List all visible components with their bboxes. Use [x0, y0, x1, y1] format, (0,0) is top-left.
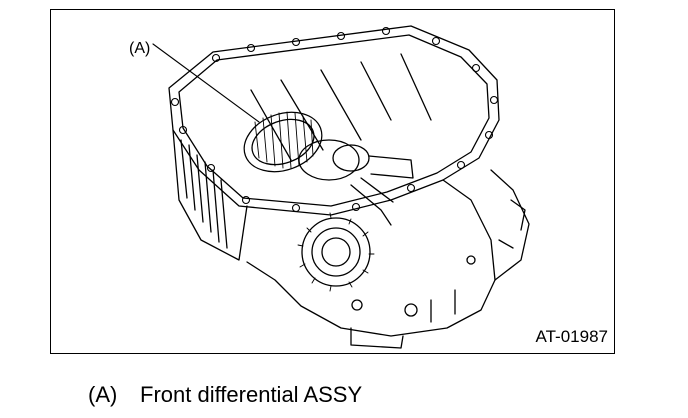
legend-text: Front differential ASSY	[140, 382, 363, 407]
legend-key: (A)	[88, 382, 118, 407]
legend-item: (A) Front differential ASSY	[88, 382, 362, 408]
figure-frame: (A) AT-01987	[50, 9, 615, 354]
callout-label-a: (A)	[129, 40, 151, 57]
transmission-drawing	[152, 25, 530, 349]
figure-id: AT-01987	[535, 327, 608, 346]
